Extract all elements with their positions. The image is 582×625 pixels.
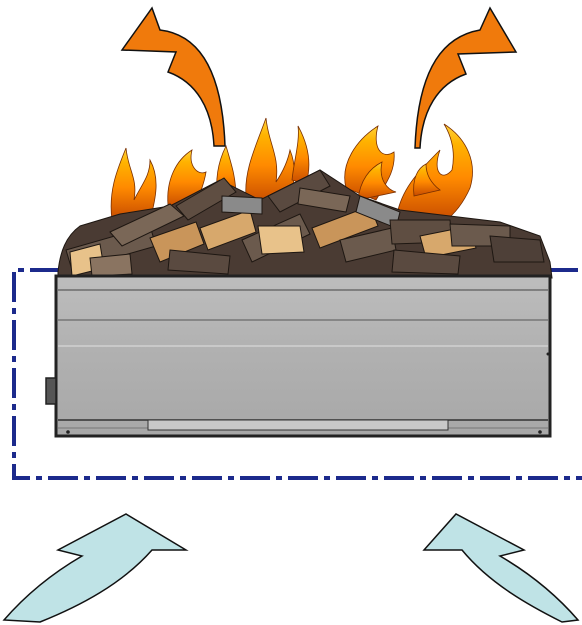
log-pile xyxy=(57,169,553,279)
installation-outline xyxy=(12,268,582,480)
firebox-body xyxy=(54,274,552,438)
cool-air-arrow-right xyxy=(422,513,580,623)
cool-air-arrow-left xyxy=(2,513,189,623)
firebox-bottom-vent xyxy=(147,419,449,431)
firebox-side-knob xyxy=(45,377,57,405)
hot-air-arrow-left xyxy=(120,6,226,147)
cool-air-arrows xyxy=(2,513,580,623)
firebox xyxy=(45,274,552,438)
hot-air-arrows xyxy=(120,6,518,149)
hot-air-arrow-right xyxy=(414,6,518,149)
